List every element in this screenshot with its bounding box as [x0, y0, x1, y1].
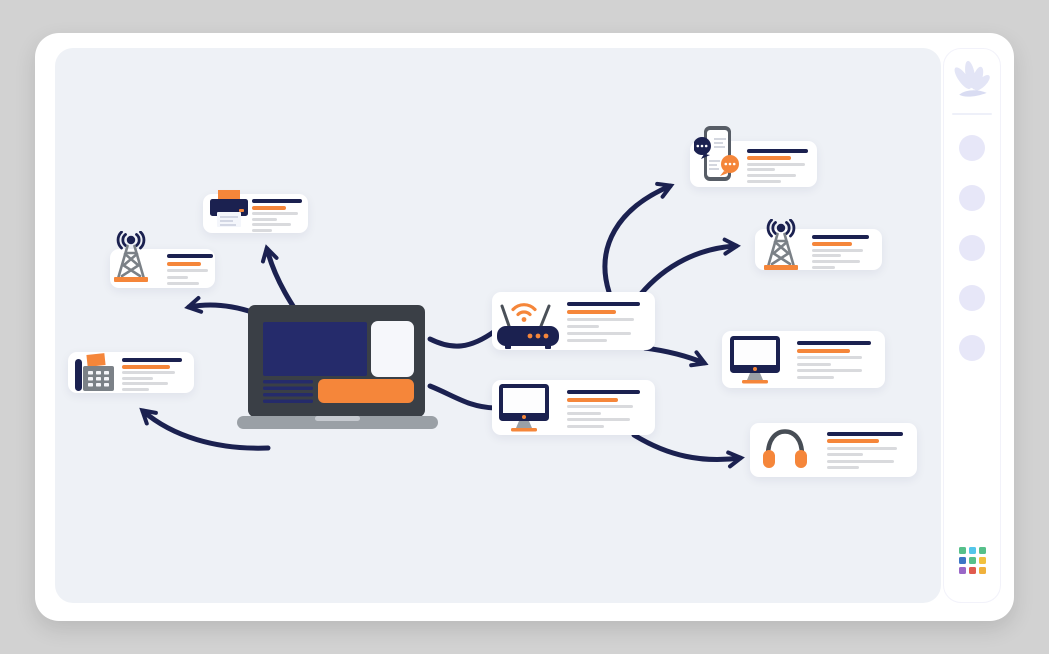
placeholder-line-gray [812, 265, 835, 269]
radio-tower-right-text-placeholder [812, 235, 869, 269]
placeholder-line-gray [827, 446, 897, 450]
apps-grid-square-8 [969, 567, 976, 574]
placeholder-line-navy [827, 432, 903, 436]
placeholder-line-gray [567, 325, 600, 328]
placeholder-line-gray [827, 459, 894, 463]
right-toolbar [943, 48, 1001, 603]
radio-tower-left-text-placeholder [167, 254, 213, 285]
placeholder-line-gray [567, 411, 601, 415]
placeholder-line-navy [167, 254, 213, 258]
placeholder-line-orange [827, 439, 879, 444]
placeholder-line-gray [797, 362, 832, 366]
apps-grid-square-5 [969, 557, 976, 564]
placeholder-line-navy [747, 149, 808, 153]
placeholder-line-navy [812, 235, 869, 239]
placeholder-line-gray [812, 254, 841, 258]
placeholder-line-orange [567, 310, 616, 314]
tool-button-2[interactable] [959, 185, 985, 211]
desktop-computer-text-placeholder [567, 390, 640, 428]
placeholder-line-gray [252, 228, 272, 232]
desktop-monitor-icon [499, 384, 549, 432]
placeholder-line-navy [567, 390, 640, 394]
fax-machine-icon [75, 353, 115, 393]
placeholder-line-navy [122, 358, 182, 362]
placeholder-line-gray [122, 371, 175, 374]
tool-button-group [944, 135, 1000, 361]
apps-grid-square-4 [959, 557, 966, 564]
placeholder-line-navy [252, 199, 302, 203]
placeholder-line-gray [797, 375, 834, 379]
placeholder-line-gray [122, 387, 149, 391]
placeholder-line-gray [567, 318, 635, 321]
apps-grid-square-6 [979, 557, 986, 564]
fax-machine-text-placeholder [122, 358, 182, 391]
placeholder-line-orange [567, 397, 619, 402]
printer-icon [209, 189, 249, 229]
placeholder-line-navy [567, 302, 640, 306]
tool-button-1[interactable] [959, 135, 985, 161]
placeholder-line-gray [797, 356, 863, 360]
placeholder-line-gray [167, 282, 200, 285]
placeholder-line-gray [567, 405, 633, 408]
headphones-icon [762, 427, 808, 473]
apps-grid-square-9 [979, 567, 986, 574]
desktop-computer-right-text-placeholder [797, 341, 871, 379]
apps-grid-square-2 [969, 547, 976, 554]
apps-grid-square-1 [959, 547, 966, 554]
wifi-router-icon [497, 296, 561, 350]
placeholder-line-gray [567, 332, 632, 335]
placeholder-line-gray [167, 269, 209, 272]
placeholder-line-gray [122, 382, 168, 385]
printer-text-placeholder [252, 199, 302, 232]
placeholder-line-orange [747, 155, 791, 160]
placeholder-line-gray [567, 424, 604, 428]
placeholder-line-gray [812, 248, 864, 252]
placeholder-line-orange [797, 348, 851, 353]
tool-button-5[interactable] [959, 335, 985, 361]
laptop-icon[interactable] [237, 303, 438, 431]
placeholder-line-orange [812, 241, 852, 246]
placeholder-line-gray [797, 369, 863, 373]
radio-tower-icon [761, 219, 801, 271]
placeholder-line-gray [252, 217, 277, 221]
wifi-router-text-placeholder [567, 302, 640, 342]
placeholder-line-gray [567, 418, 630, 421]
placeholder-line-orange [252, 205, 286, 210]
tool-button-4[interactable] [959, 285, 985, 311]
smartphone-chat-icon [694, 126, 740, 186]
placeholder-line-gray [747, 162, 805, 166]
placeholder-line-gray [747, 179, 781, 183]
apps-grid-square-7 [959, 567, 966, 574]
placeholder-line-orange [167, 261, 202, 266]
placeholder-line-gray [252, 223, 291, 226]
apps-grid-icon[interactable] [959, 547, 986, 574]
placeholder-line-gray [567, 339, 608, 342]
headphones-text-placeholder [827, 432, 903, 469]
placeholder-line-gray [252, 212, 298, 215]
placeholder-line-gray [747, 168, 776, 172]
placeholder-line-navy [797, 341, 871, 345]
desktop-monitor-icon [730, 336, 780, 384]
radio-tower-icon [111, 231, 151, 283]
apps-grid-square-3 [979, 547, 986, 554]
placeholder-line-gray [747, 174, 796, 178]
placeholder-line-gray [812, 260, 860, 264]
smartphone-text-placeholder [747, 149, 808, 183]
tool-button-3[interactable] [959, 235, 985, 261]
placeholder-line-gray [827, 453, 864, 457]
placeholder-line-gray [827, 465, 859, 469]
flower-logo [954, 60, 990, 97]
placeholder-line-orange [122, 364, 170, 369]
placeholder-line-gray [122, 376, 154, 380]
toolbar-divider [952, 113, 992, 115]
placeholder-line-gray [167, 275, 189, 279]
